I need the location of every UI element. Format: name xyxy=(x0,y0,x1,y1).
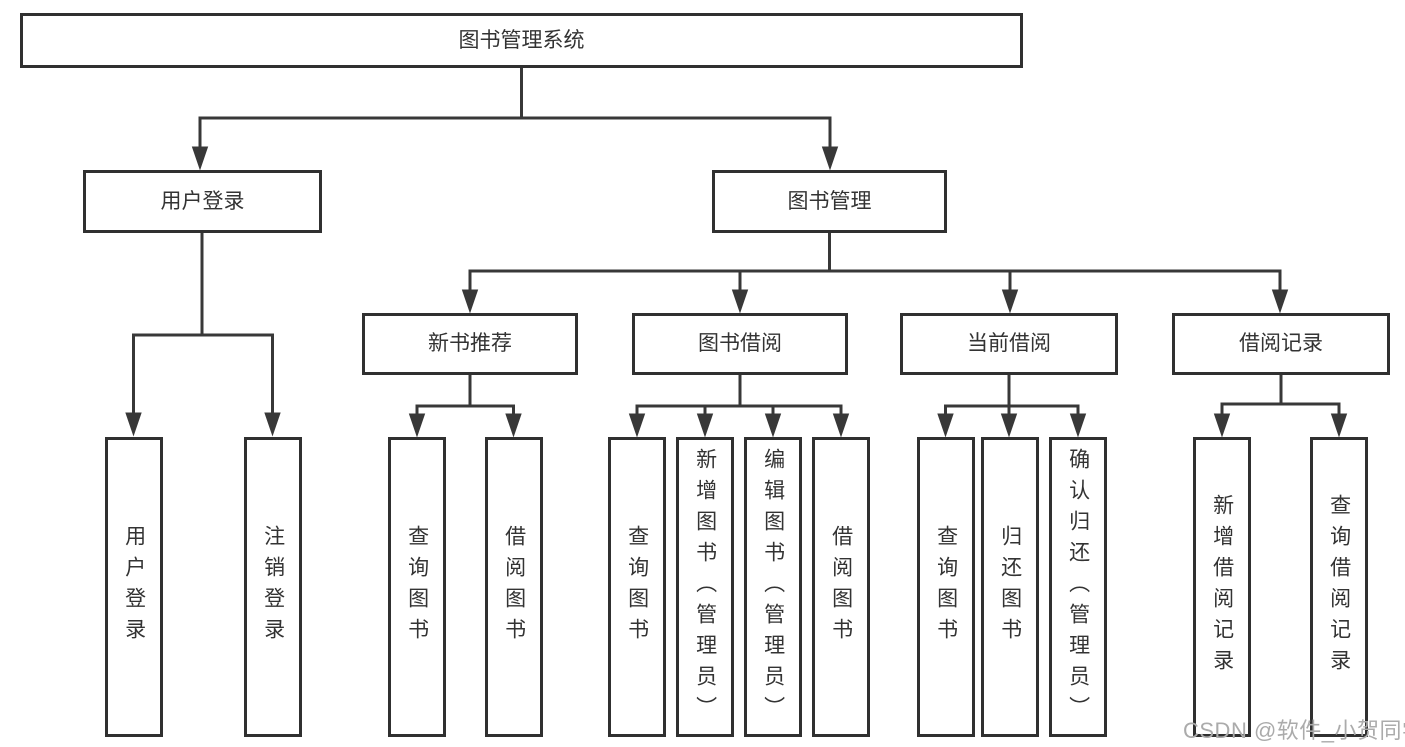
leaf-label: 查询图书 xyxy=(405,525,429,649)
node-label: 借阅记录 xyxy=(1239,332,1323,356)
node-user-login: 用户登录 xyxy=(83,170,322,233)
leaf-add-borrow-record: 新增借阅记录 xyxy=(1193,437,1251,737)
node-book-management: 图书管理 xyxy=(712,170,947,233)
leaf-return-books: 归还图书 xyxy=(981,437,1039,737)
node-current-borrowing: 当前借阅 xyxy=(900,313,1118,375)
leaf-query-books-current: 查询图书 xyxy=(917,437,975,737)
node-label: 新书推荐 xyxy=(428,332,512,356)
leaf-edit-books-admin: 编辑图书（管理员） xyxy=(744,437,802,737)
watermark-text: CSDN @软件_小贺同学 xyxy=(1183,718,1405,743)
leaf-label: 查询借阅记录 xyxy=(1327,494,1351,680)
leaf-query-books-borrowing: 查询图书 xyxy=(608,437,666,737)
node-label: 图书管理系统 xyxy=(458,28,585,52)
leaf-add-books-admin: 新增图书（管理员） xyxy=(676,437,734,737)
node-label: 图书管理 xyxy=(787,189,872,213)
leaf-query-books-recommend: 查询图书 xyxy=(388,437,446,737)
leaf-label: 新增借阅记录 xyxy=(1210,494,1234,680)
leaf-label: 借阅图书 xyxy=(829,525,853,649)
node-book-management-system: 图书管理系统 xyxy=(20,13,1023,68)
leaf-label: 注销登录 xyxy=(261,525,285,649)
leaf-confirm-return-admin: 确认归还（管理员） xyxy=(1049,437,1107,737)
leaf-query-borrow-record: 查询借阅记录 xyxy=(1310,437,1368,737)
leaf-label: 新增图书（管理员） xyxy=(693,447,717,727)
leaf-label: 用户登录 xyxy=(122,525,146,649)
leaf-label: 借阅图书 xyxy=(502,525,526,649)
leaf-label: 查询图书 xyxy=(934,525,958,649)
leaf-label: 查询图书 xyxy=(625,525,649,649)
leaf-label: 确认归还（管理员） xyxy=(1066,447,1090,727)
node-borrowing-records: 借阅记录 xyxy=(1172,313,1390,375)
leaf-label: 编辑图书（管理员） xyxy=(761,447,785,727)
leaf-borrow-books-recommend: 借阅图书 xyxy=(485,437,543,737)
leaf-borrow-books-borrowing: 借阅图书 xyxy=(812,437,870,737)
leaf-logout: 注销登录 xyxy=(244,437,302,737)
leaf-label: 归还图书 xyxy=(998,525,1022,649)
leaf-user-login: 用户登录 xyxy=(105,437,163,737)
node-new-book-recommend: 新书推荐 xyxy=(362,313,578,375)
node-book-borrowing: 图书借阅 xyxy=(632,313,848,375)
node-label: 当前借阅 xyxy=(967,332,1051,356)
node-label: 用户登录 xyxy=(160,189,245,213)
node-label: 图书借阅 xyxy=(698,332,782,356)
